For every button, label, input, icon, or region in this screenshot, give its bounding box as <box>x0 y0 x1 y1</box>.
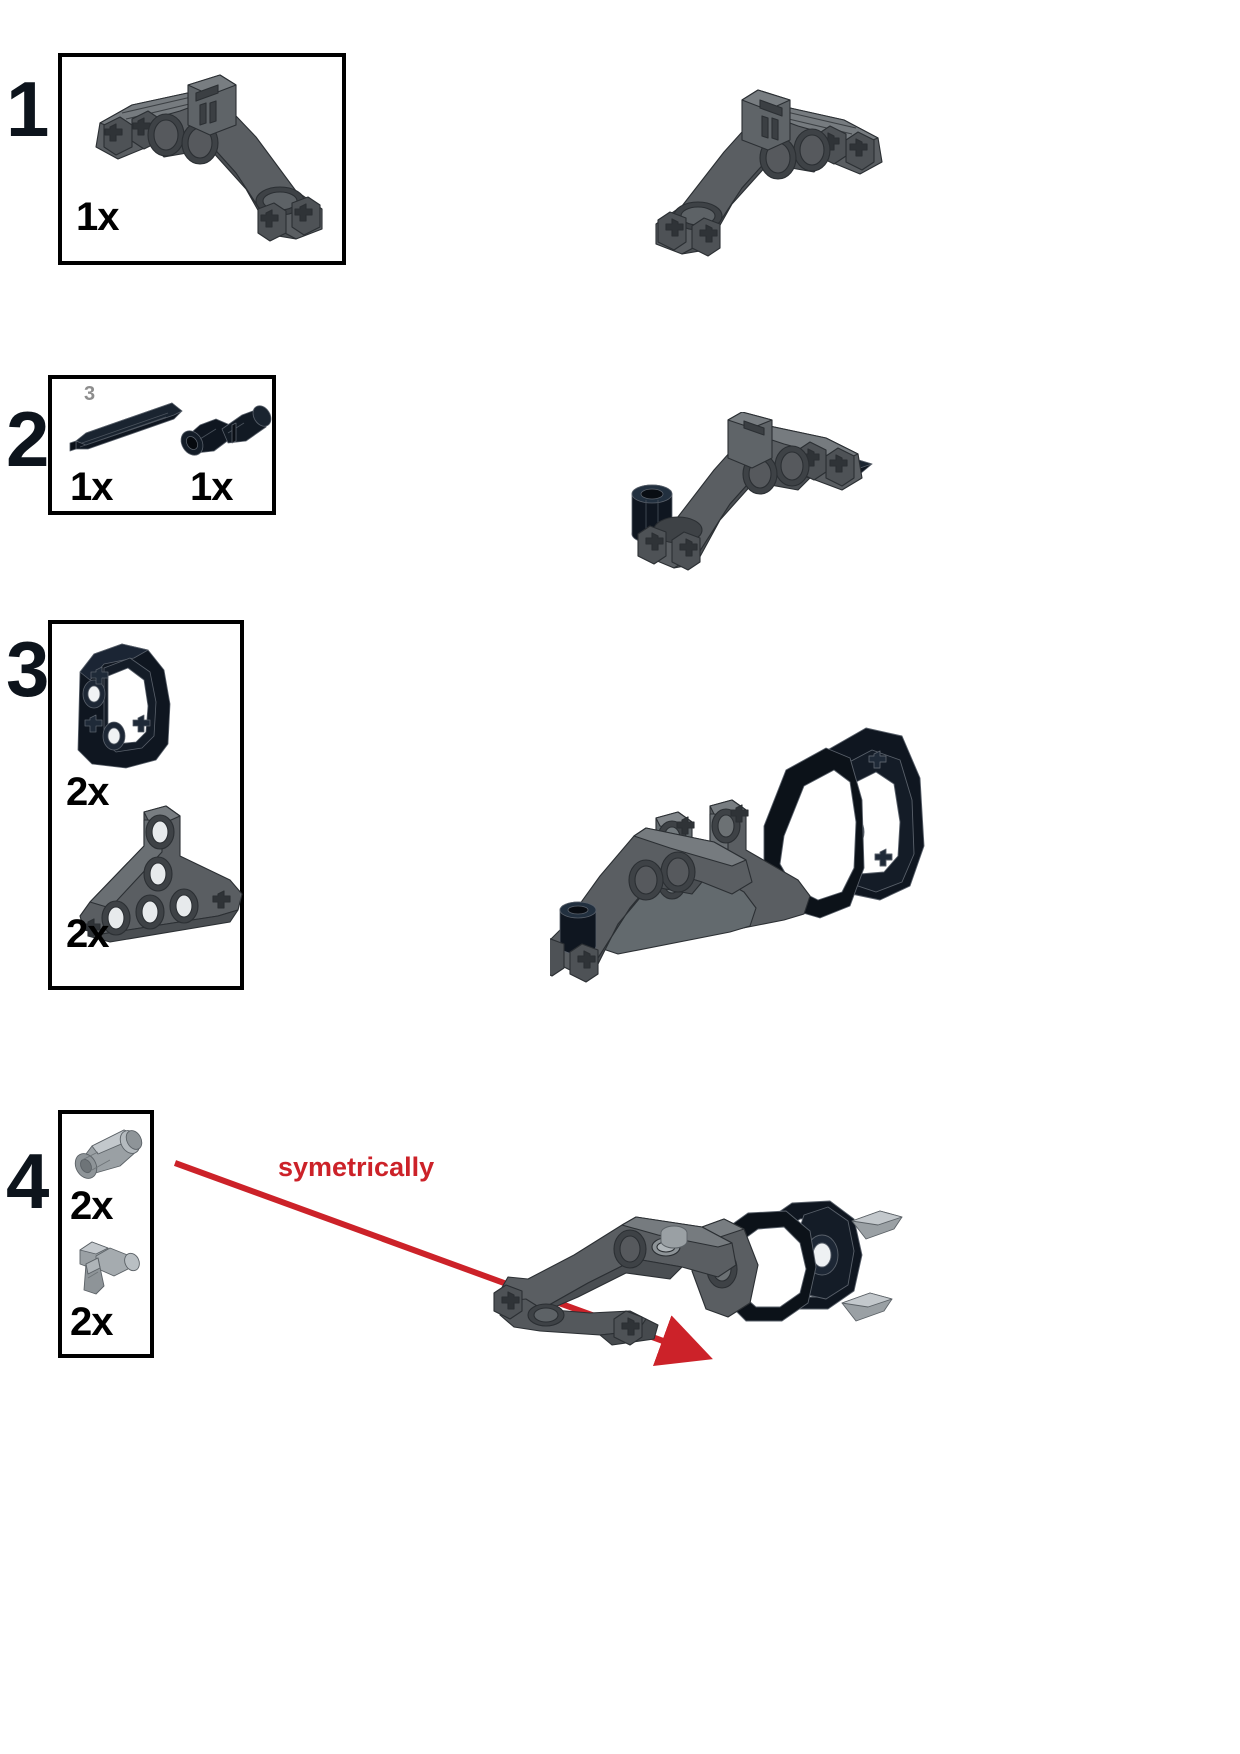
parts-quantity-step-3-item-2: 2x <box>66 912 109 956</box>
part-axle-3-icon <box>69 402 183 452</box>
parts-callout-step-4: 2x 2x <box>58 1110 154 1358</box>
part-pin-with-pin-hole-icon <box>180 405 272 456</box>
assembly-image-step-1 <box>655 89 883 257</box>
parts-quantity-step-3-item-1: 2x <box>66 770 109 814</box>
parts-callout-step-3: 2x <box>48 620 244 990</box>
assembly-image-step-4 <box>493 1200 903 1346</box>
parts-quantity-step-4-item-2: 2x <box>70 1300 113 1344</box>
parts-quantity-step-4-item-1: 2x <box>70 1184 113 1228</box>
parts-callout-step-2: 3 1x 1x <box>48 375 276 515</box>
parts-quantity-step-2-item-1: 1x <box>70 465 113 509</box>
part-bushing-pin-connector-icon <box>74 1129 143 1179</box>
part-panel-curved-icon <box>77 643 171 769</box>
part-curved-beam-frame-icon <box>95 74 323 242</box>
parts-callout-step-1: 1x <box>58 53 346 265</box>
step-number-2: 2 <box>6 395 49 483</box>
step-number-3: 3 <box>6 625 49 713</box>
step-number-1: 1 <box>6 65 49 153</box>
parts-quantity-step-1-item-1: 1x <box>76 195 119 239</box>
assembly-image-step-2 <box>631 412 873 571</box>
axle-length-label-3: 3 <box>84 383 96 405</box>
step-number-4: 4 <box>6 1137 49 1225</box>
assembly-image-step-3 <box>550 727 925 983</box>
parts-quantity-step-2-item-2: 1x <box>190 465 233 509</box>
part-liftarm-triangle-icon <box>79 805 243 943</box>
annotation-symetrically: symetrically <box>278 1152 435 1182</box>
part-axle-pin-perpendicular-icon <box>79 1241 140 1295</box>
